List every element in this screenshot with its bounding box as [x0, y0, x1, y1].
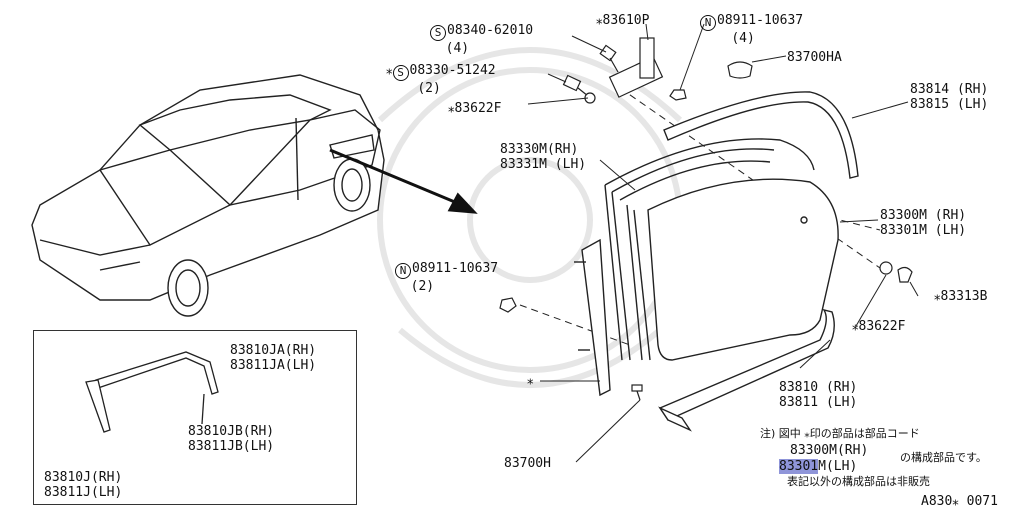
pillar-trim	[574, 238, 611, 397]
part-number-rh: 83330M(RH)	[500, 142, 579, 157]
direction-arrow	[329, 148, 478, 214]
highlighted-part-number: 83301	[779, 459, 819, 474]
seal-frames	[604, 138, 815, 361]
note-line-3-rest: M(LH)	[818, 459, 858, 474]
label-glass-83300M: 83300M (RH) 83301M (LH)	[880, 208, 966, 238]
part-number: 08911-10637	[717, 13, 804, 28]
label-washer-83622F-right: ⁎83622F	[852, 319, 906, 334]
part-number: 08330-51242	[409, 63, 496, 78]
molding-arch	[663, 91, 859, 179]
part-number: 08911-10637	[412, 261, 499, 276]
part-number-lh: 83811JB(LH)	[188, 439, 275, 454]
part-number-rh: 83300M (RH)	[880, 208, 967, 223]
n-circle-icon: N	[395, 263, 411, 279]
part-number-rh: 83814 (RH)	[910, 82, 989, 97]
quantity: (2)	[410, 279, 435, 294]
s-circle-icon: S	[430, 25, 446, 41]
label-star-only: ⁎	[527, 373, 534, 388]
figure-id: A830⁎ 0071	[921, 494, 998, 509]
inset-label-j: 83810J(RH) 83811J(LH)	[44, 470, 122, 500]
label-molding-83810: 83810 (RH) 83811 (LH)	[779, 380, 857, 410]
note-line-3-suffix: の構成部品です。	[900, 451, 987, 464]
part-number-lh: 83331M (LH)	[500, 157, 587, 172]
part-number-rh: 83810 (RH)	[779, 380, 858, 395]
part-number-lh: 83811JA(LH)	[230, 358, 317, 373]
label-seal-83330M: 83330M(RH) 83331M (LH)	[500, 142, 586, 172]
star-mark: ⁎	[386, 63, 393, 78]
inset-frame	[33, 330, 357, 505]
label-molding-83814: 83814 (RH) 83815 (LH)	[910, 82, 988, 112]
glass-panel	[647, 178, 839, 361]
part-number-lh: 83301M (LH)	[880, 223, 967, 238]
leader-lines	[527, 23, 919, 463]
label-washer-83622F-top: ⁎83622F	[448, 101, 502, 116]
inset-label-ja: 83810JA(RH) 83811JA(LH)	[230, 343, 316, 373]
note-line-4: 表記以外の構成部品は非販売	[787, 475, 930, 488]
small-fasteners	[499, 261, 913, 401]
label-clip-83700H: 83700H	[504, 456, 551, 471]
inset-molding-drawing	[85, 351, 219, 433]
note-line-3: 83301M(LH)	[779, 459, 857, 474]
quantity: (4)	[445, 41, 470, 56]
car-illustration	[31, 74, 385, 317]
part-number-lh: 83815 (LH)	[910, 97, 989, 112]
part-number-lh: 83811J(LH)	[44, 485, 123, 500]
s-circle-icon: S	[392, 65, 409, 81]
part-number-rh: 83810JA(RH)	[230, 343, 317, 358]
part-number-rh: 83810J(RH)	[44, 470, 123, 485]
part-number-lh: 83811 (LH)	[779, 395, 858, 410]
fasteners-top	[562, 37, 753, 104]
bottom-molding	[658, 308, 835, 432]
quantity: (2)	[417, 81, 441, 96]
label-hinge-83610P: ⁎83610P	[596, 13, 650, 28]
inset-label-jb: 83810JB(RH) 83811JB(LH)	[188, 424, 274, 454]
n-circle-icon: N	[700, 15, 716, 31]
note-line-2: 83300M(RH)	[790, 443, 869, 458]
part-number-rh: 83810JB(RH)	[188, 424, 275, 439]
note-line-1: 注) 図中 ⁎印の部品は部品コード	[760, 427, 920, 440]
part-number: 08340-62010	[447, 23, 534, 38]
quantity: (4)	[731, 31, 755, 46]
label-clip-83313B: ⁎83313B	[934, 289, 988, 304]
label-cap-83700HA: 83700HA	[787, 50, 842, 65]
